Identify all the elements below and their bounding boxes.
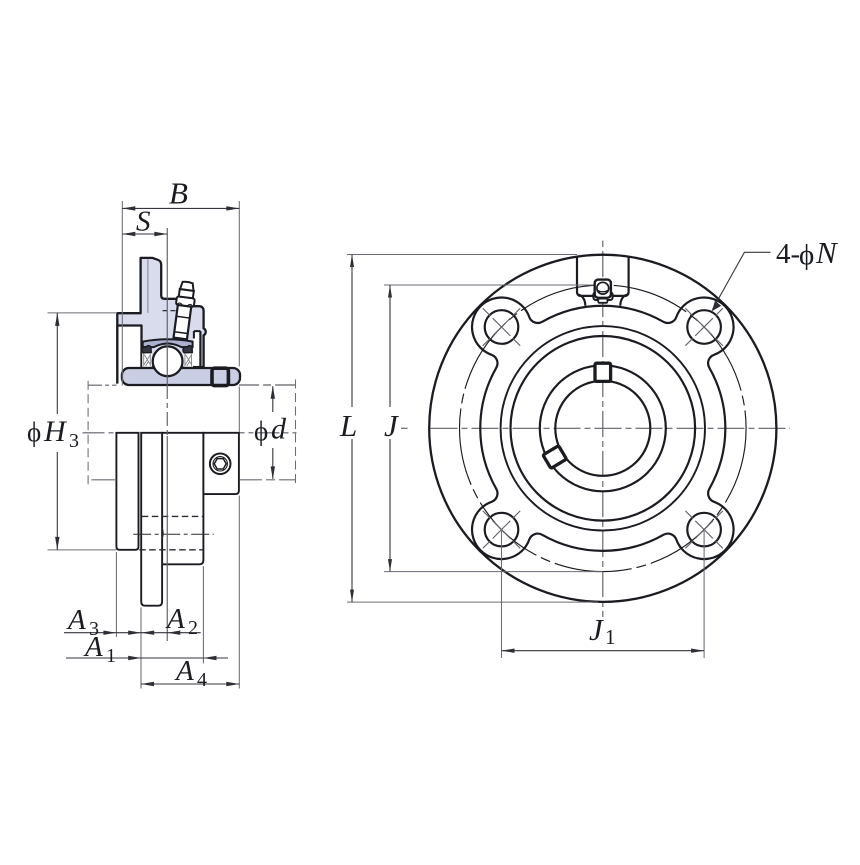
svg-text:ϕ: ϕ bbox=[254, 416, 268, 446]
svg-text:A: A bbox=[66, 604, 86, 636]
svg-text:ϕ: ϕ bbox=[799, 239, 814, 271]
svg-text:S: S bbox=[136, 206, 151, 238]
svg-text:2: 2 bbox=[188, 617, 198, 639]
svg-text:d: d bbox=[271, 413, 287, 446]
svg-text:3: 3 bbox=[89, 618, 99, 640]
svg-text:4: 4 bbox=[197, 669, 207, 691]
svg-text:B: B bbox=[169, 176, 188, 211]
svg-text:H: H bbox=[43, 415, 68, 448]
svg-text:3: 3 bbox=[69, 430, 79, 452]
svg-text:L: L bbox=[339, 408, 357, 443]
svg-text:N: N bbox=[815, 235, 839, 270]
svg-text:1: 1 bbox=[605, 625, 616, 649]
svg-text:A: A bbox=[174, 655, 194, 687]
svg-text:A: A bbox=[83, 631, 103, 663]
svg-text:J: J bbox=[384, 408, 399, 443]
svg-text:1: 1 bbox=[106, 645, 116, 667]
svg-text:J: J bbox=[589, 612, 604, 647]
svg-text:A: A bbox=[165, 603, 185, 635]
svg-text:ϕ: ϕ bbox=[27, 417, 41, 447]
svg-text:4-: 4- bbox=[776, 238, 800, 270]
